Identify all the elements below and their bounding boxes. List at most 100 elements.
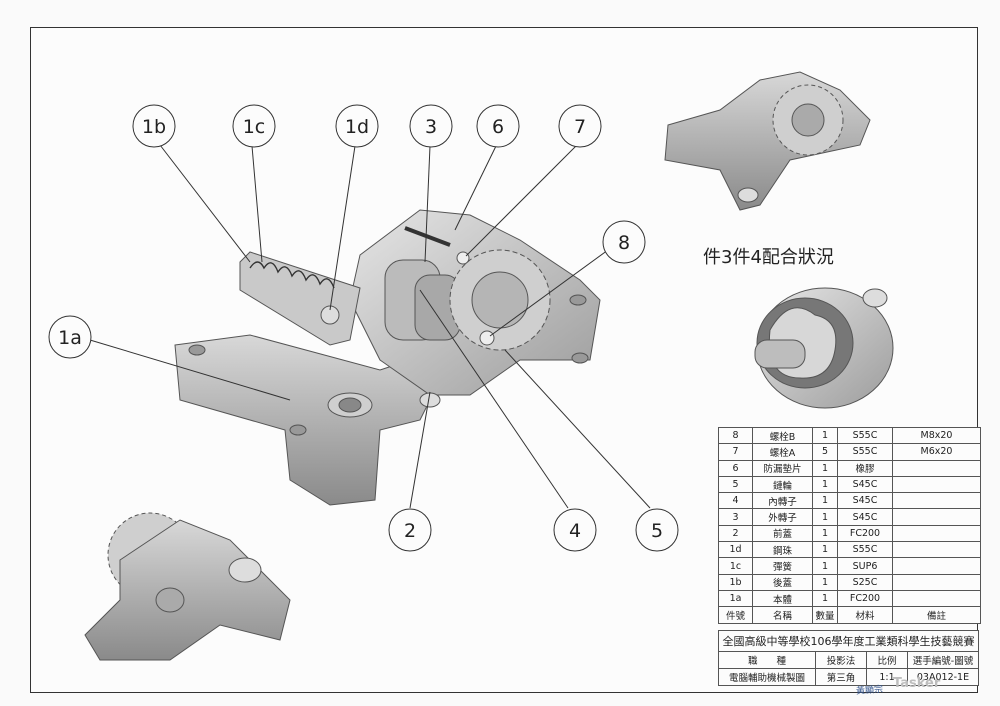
parts-cell-name: 前蓋 xyxy=(752,524,813,543)
parts-cell-no: 1d xyxy=(718,541,753,559)
bolt-part-7 xyxy=(456,251,470,265)
parts-cell-remark xyxy=(892,541,981,559)
trade-label: 職 種 xyxy=(718,651,816,669)
parts-cell-remark xyxy=(892,573,981,591)
balloon-5: 5 xyxy=(635,508,679,552)
parts-cell-material: S55C xyxy=(837,541,893,559)
body-hole xyxy=(289,424,307,436)
parts-cell-qty: 5 xyxy=(812,443,838,461)
parts-cell-material: 材料 xyxy=(837,606,893,624)
balloon-2: 2 xyxy=(388,508,432,552)
parts-cell-material: S55C xyxy=(837,426,893,445)
parts-cell-name: 螺栓B xyxy=(752,426,813,445)
svg-text:2: 2 xyxy=(404,520,416,542)
parts-cell-no: 1b xyxy=(718,573,753,591)
parts-cell-remark xyxy=(892,557,981,575)
body-part-1a xyxy=(174,334,441,506)
steel-ball-part-1d xyxy=(320,305,340,325)
drawing-number: 03A012-1E xyxy=(907,668,979,686)
projection-label: 投影法 xyxy=(815,651,867,669)
parts-cell-material: 橡膠 xyxy=(837,459,893,477)
parts-cell-name: 鏈輪 xyxy=(752,475,813,494)
parts-cell-material: FC200 xyxy=(837,589,893,608)
parts-cell-remark: M6x20 xyxy=(892,443,981,461)
body-hole xyxy=(338,397,362,413)
parts-cell-name: 內轉子 xyxy=(752,492,813,510)
parts-cell-qty: 1 xyxy=(812,573,838,591)
spring-part-1c xyxy=(249,261,335,289)
parts-cell-remark xyxy=(892,475,981,494)
parts-cell-name: 防漏墊片 xyxy=(752,459,813,477)
rotor-fit-view xyxy=(754,287,894,409)
parts-cell-remark: 備註 xyxy=(892,606,981,624)
balloon-1b: 1b xyxy=(132,104,176,148)
parts-cell-qty: 數量 xyxy=(812,606,838,624)
gasket-part-6 xyxy=(404,226,451,247)
parts-cell-no: 2 xyxy=(718,524,753,543)
title-block: 全國高級中等學校106學年度工業類科學生技藝競賽 職 種 投影法 比例 選手編號… xyxy=(718,630,979,686)
spring-housing-part-1b xyxy=(239,251,361,346)
parts-cell-qty: 1 xyxy=(812,557,838,575)
parts-cell-name: 鋼珠 xyxy=(752,541,813,559)
svg-text:1b: 1b xyxy=(142,116,166,138)
parts-cell-no: 3 xyxy=(718,508,753,526)
parts-cell-no: 4 xyxy=(718,492,753,510)
svg-text:1d: 1d xyxy=(345,116,369,138)
id-label: 選手編號-圖號 xyxy=(907,651,979,669)
parts-cell-material: S45C xyxy=(837,492,893,510)
parts-cell-remark xyxy=(892,459,981,477)
signature: 黃顯宗 xyxy=(855,685,884,697)
balloon-8: 8 xyxy=(602,220,646,264)
balloon-1d: 1d xyxy=(335,104,379,148)
parts-cell-no: 7 xyxy=(718,443,753,461)
parts-cell-qty: 1 xyxy=(812,492,838,510)
parts-cell-no: 6 xyxy=(718,459,753,477)
parts-cell-no: 5 xyxy=(718,475,753,494)
watermark: Tasker xyxy=(893,676,941,691)
parts-cell-name: 螺栓A xyxy=(752,443,813,461)
cover-hole xyxy=(571,352,589,364)
svg-text:1a: 1a xyxy=(58,327,82,349)
scale-value: 1:1 xyxy=(866,668,908,686)
balloon-4: 4 xyxy=(553,508,597,552)
parts-cell-remark: M8x20 xyxy=(892,426,981,445)
trade-value: 電腦輔助機械製圖 xyxy=(718,668,816,686)
parts-cell-no: 1c xyxy=(718,557,753,575)
assembled-view-bottom xyxy=(84,512,291,661)
parts-cell-qty: 1 xyxy=(812,426,838,445)
parts-list-header: 件號名稱數量材料備註 xyxy=(718,606,981,624)
parts-cell-qty: 1 xyxy=(812,589,838,608)
parts-cell-qty: 1 xyxy=(812,541,838,559)
assembly-fit-note: 件3件4配合狀況 xyxy=(703,247,834,268)
parts-cell-name: 名稱 xyxy=(752,606,813,624)
parts-cell-material: S55C xyxy=(837,443,893,461)
balloon-7: 7 xyxy=(558,104,602,148)
assembled-view-top xyxy=(664,71,871,211)
parts-cell-qty: 1 xyxy=(812,459,838,477)
sprocket-hub xyxy=(471,271,529,329)
exploded-assembly xyxy=(174,209,601,506)
parts-cell-remark xyxy=(892,589,981,608)
balloon-6: 6 xyxy=(476,104,520,148)
balloon-3: 3 xyxy=(409,104,453,148)
parts-cell-qty: 1 xyxy=(812,524,838,543)
parts-cell-qty: 1 xyxy=(812,475,838,494)
parts-cell-remark xyxy=(892,508,981,526)
cover-hole xyxy=(569,294,587,306)
parts-cell-material: S45C xyxy=(837,508,893,526)
parts-cell-material: FC200 xyxy=(837,524,893,543)
competition-title: 全國高級中等學校106學年度工業類科學生技藝競賽 xyxy=(718,630,979,652)
parts-cell-remark xyxy=(892,524,981,543)
parts-cell-no: 件號 xyxy=(718,606,753,624)
parts-cell-name: 後蓋 xyxy=(752,573,813,591)
svg-text:7: 7 xyxy=(574,116,586,138)
svg-text:4: 4 xyxy=(569,520,581,542)
